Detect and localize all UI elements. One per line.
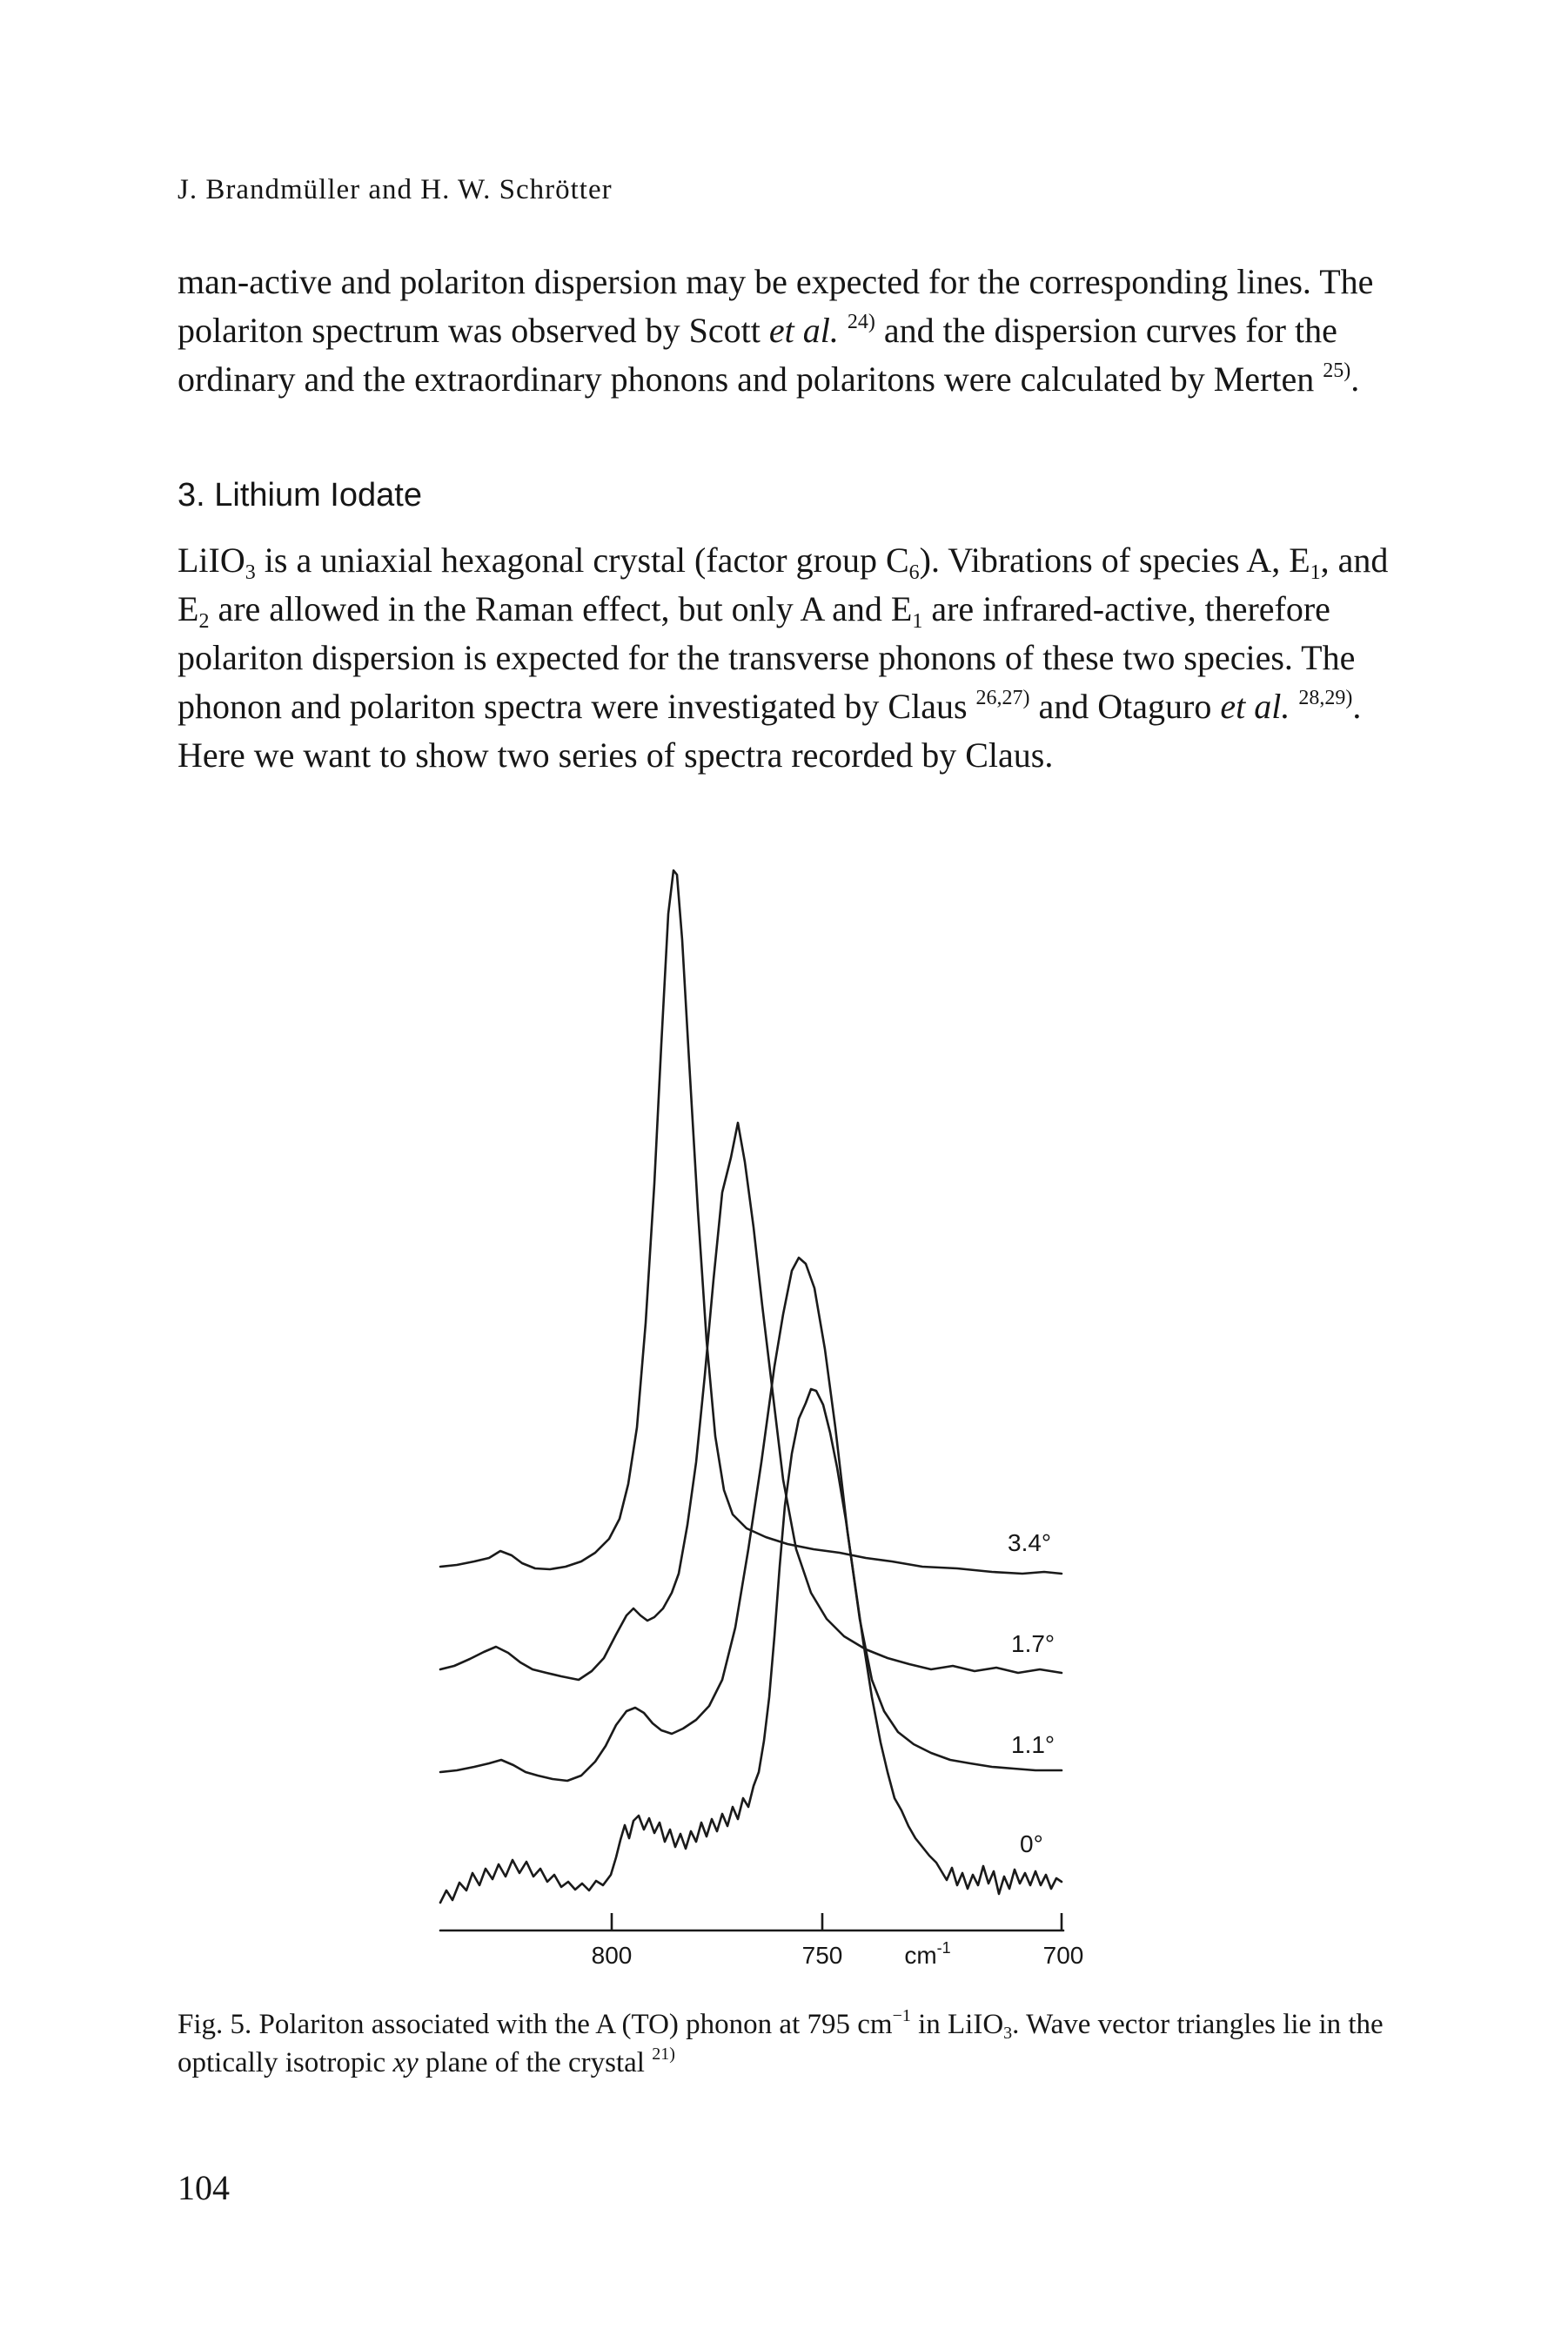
paragraph-lithium-iodate: LiIO3 is a uniaxial hexagonal crystal (f…	[178, 540, 1389, 775]
curve-label-1-7: 1.7°	[1011, 1630, 1055, 1657]
running-head: J. Brandmüller and H. W. Schrötter	[178, 174, 613, 205]
curve-label-1-1: 1.1°	[1011, 1731, 1055, 1758]
reference-marker: 28,29)	[1298, 687, 1353, 709]
section-heading: 3. Lithium Iodate	[178, 477, 422, 514]
x-tick-label-800: 800	[592, 1942, 633, 1969]
figure-caption: Fig. 5. Polariton associated with the A …	[178, 2006, 1384, 2078]
reference-marker: 26,27)	[975, 687, 1030, 709]
reference-marker: 21)	[652, 2044, 675, 2064]
x-tick-label-750: 750	[802, 1942, 843, 1969]
spectrum-curve-1-1	[439, 1256, 1063, 1783]
spectrum-curve-1-7	[439, 1121, 1063, 1682]
curve-label-3-4: 3.4°	[1008, 1529, 1051, 1556]
page-number: 104	[178, 2168, 230, 2207]
reference-marker: 24)	[847, 311, 875, 333]
x-axis-unit: cm-1	[904, 1939, 950, 1969]
curve-label-0: 0°	[1020, 1830, 1043, 1857]
x-tick-label-700: 700	[1043, 1942, 1084, 1969]
spectrum-curve-0	[439, 1387, 1063, 1904]
paragraph-polariton-dispersion: man-active and polariton dispersion may …	[178, 262, 1374, 399]
reference-marker: 25)	[1323, 359, 1351, 382]
spectrum-curve-3-4	[439, 869, 1063, 1575]
